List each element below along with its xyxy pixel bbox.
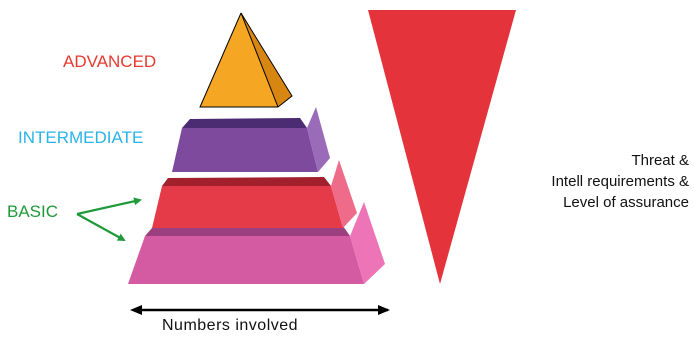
pyramid-tier-basic-lower (128, 202, 385, 284)
label-intell-requirements: Intell requirements & (551, 173, 689, 190)
label-threat: Threat & (631, 152, 689, 169)
label-numbers-involved: Numbers involved (162, 317, 299, 334)
inverted-triangle (368, 10, 516, 284)
pyramid-tier-basic-upper (152, 160, 357, 228)
label-level-of-assurance: Level of assurance (563, 194, 689, 211)
label-intermediate: INTERMEDIATE (18, 128, 144, 147)
basic-pointer-arrows (76, 197, 142, 241)
pyramid-apex-advanced (199, 12, 293, 108)
pyramid-tier-intermediate (172, 107, 330, 172)
label-basic: BASIC (7, 202, 59, 221)
label-advanced: ADVANCED (63, 52, 157, 71)
